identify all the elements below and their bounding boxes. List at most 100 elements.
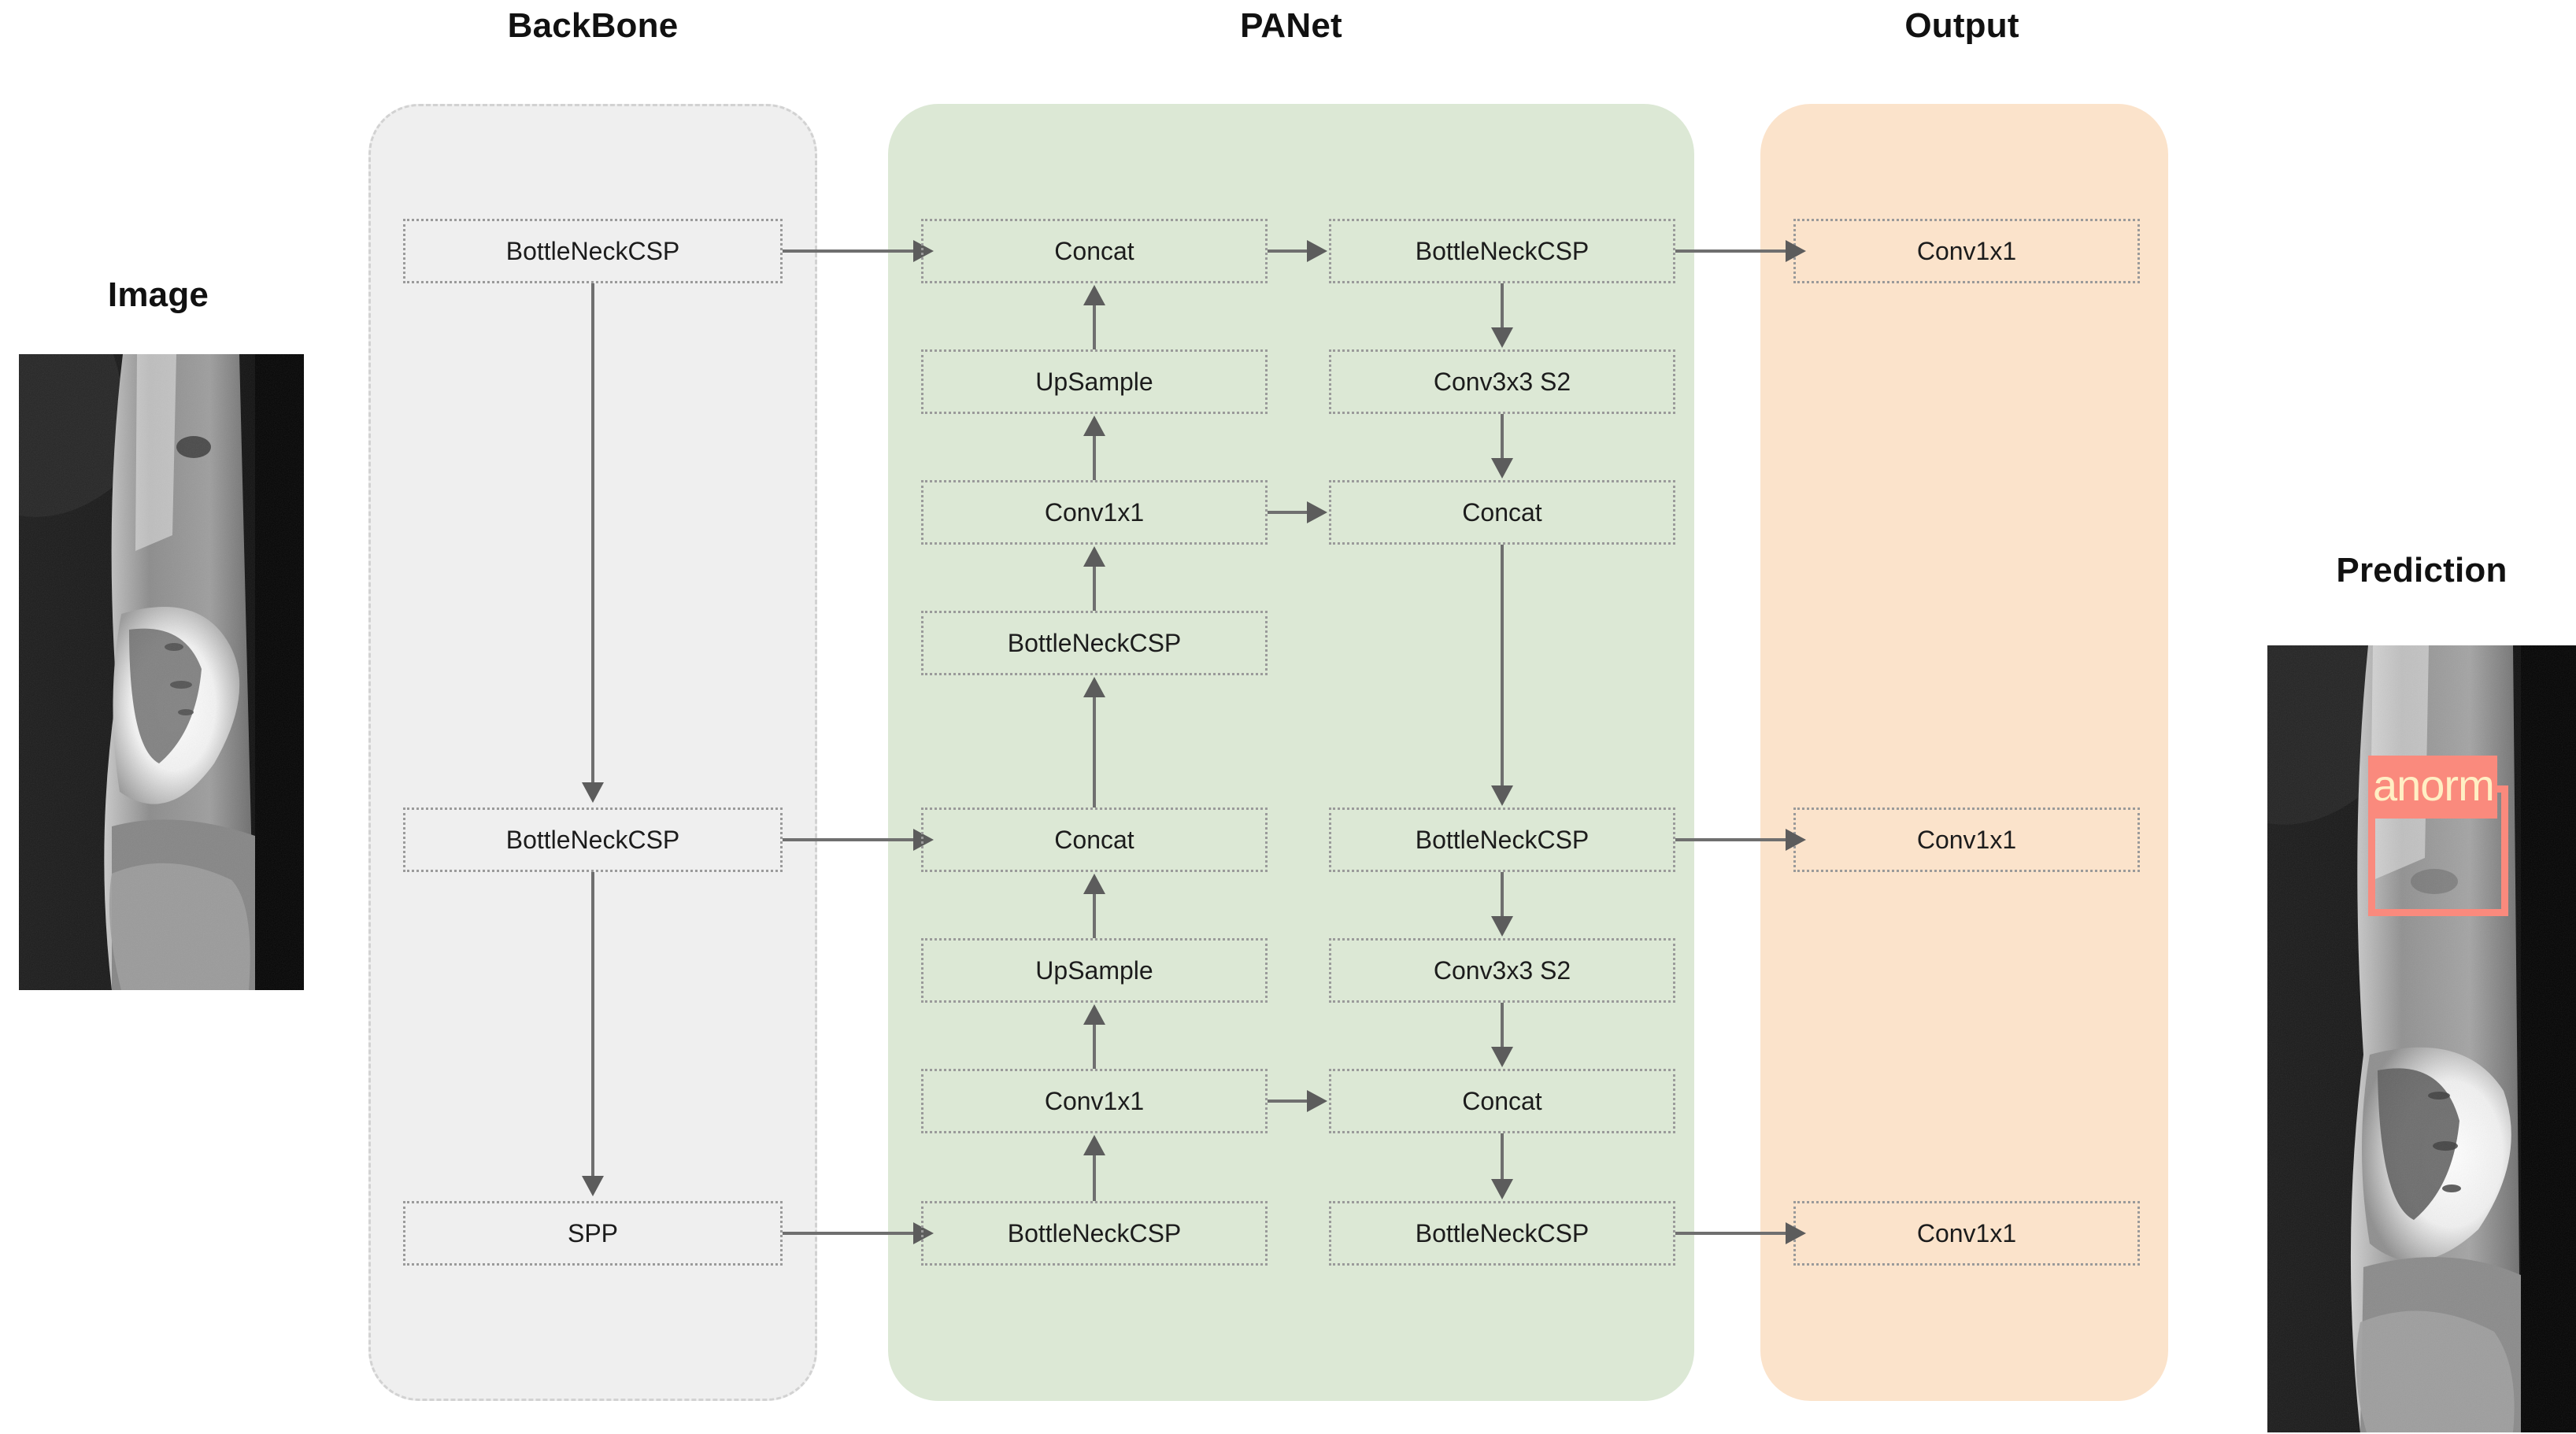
- edge-panet-to-output-1: [1675, 249, 1787, 253]
- node-label: Conv1x1: [1916, 1218, 2017, 1247]
- edge-right-bncsp1-to-conv3x3-1: [1501, 283, 1504, 329]
- panet-right-node-conv3x3s2-2[interactable]: Conv3x3 S2: [1329, 938, 1675, 1003]
- panet-left-node-upsample-2[interactable]: UpSample: [921, 938, 1268, 1003]
- node-label: Concat: [1462, 497, 1542, 527]
- arrowhead-backbone2-to-panet: [913, 829, 934, 851]
- panel-panet: [888, 104, 1694, 1401]
- node-label: Conv1x1: [1916, 236, 2017, 265]
- header-panet: PANet: [1240, 6, 1342, 45]
- arrowhead-upsample2-to-concat2: [1083, 874, 1105, 894]
- header-output: Output: [1904, 6, 2019, 45]
- backbone-node-spp[interactable]: SPP: [403, 1201, 783, 1266]
- backbone-node-bottleneckcsp-2[interactable]: BottleNeckCSP: [403, 808, 783, 872]
- edge-backbone-2-to-spp: [591, 872, 594, 1177]
- node-label: Conv3x3 S2: [1433, 955, 1571, 985]
- arrowhead-backbone1-to-panet: [913, 240, 934, 262]
- header-image: Image: [107, 275, 209, 314]
- edge-panet-concat2-to-bncsp1: [1093, 697, 1096, 808]
- node-label: BottleNeckCSP: [505, 825, 680, 854]
- panet-left-node-conv1x1-2[interactable]: Conv1x1: [921, 1069, 1268, 1133]
- edge-conv1-to-concat-right1: [1268, 511, 1308, 514]
- panet-right-node-concat-2[interactable]: Concat: [1329, 1069, 1675, 1133]
- node-label: BottleNeckCSP: [1007, 1218, 1182, 1247]
- panet-right-node-bottleneckcsp-2[interactable]: BottleNeckCSP: [1329, 808, 1675, 872]
- node-label: BottleNeckCSP: [1415, 825, 1590, 854]
- arrowhead-right-concat1-to-bncsp2: [1491, 785, 1513, 806]
- edge-panet-upsample1-to-concat1: [1093, 305, 1096, 349]
- arrowhead-right-conv3x3-2-to-concat2: [1491, 1047, 1513, 1067]
- arrowhead-panet-to-output-3: [1786, 1222, 1806, 1244]
- arrowhead-bncsp2-to-conv2: [1083, 1135, 1105, 1155]
- panet-left-node-concat-1[interactable]: Concat: [921, 219, 1268, 283]
- output-node-conv1x1-3[interactable]: Conv1x1: [1793, 1201, 2140, 1266]
- node-label: SPP: [567, 1218, 619, 1247]
- edge-concat1-to-bncsp-right1: [1268, 249, 1308, 253]
- arrowhead-panet-to-output-1: [1786, 240, 1806, 262]
- edge-backbone2-to-panet-concat: [783, 838, 915, 841]
- edge-right-bncsp2-to-conv3x3-2: [1501, 872, 1504, 918]
- arrowhead-backbone-2-to-spp: [582, 1176, 604, 1196]
- node-label: UpSample: [1035, 367, 1153, 396]
- input-scan-svg: [19, 354, 304, 990]
- arrowhead-spp-to-panet: [913, 1222, 934, 1244]
- edge-right-conv3x3-1-to-concat1: [1501, 414, 1504, 460]
- panet-right-node-conv3x3s2-1[interactable]: Conv3x3 S2: [1329, 349, 1675, 414]
- edge-right-concat2-to-bncsp3: [1501, 1133, 1504, 1181]
- prediction-scan-container: anorm: [2267, 645, 2576, 1432]
- edge-panet-to-output-3: [1675, 1232, 1787, 1235]
- header-backbone: BackBone: [507, 6, 679, 45]
- edge-panet-bncsp2-to-conv2: [1093, 1155, 1096, 1201]
- header-prediction: Prediction: [2336, 551, 2508, 589]
- arrowhead-bncsp1-to-conv1: [1083, 546, 1105, 567]
- output-node-conv1x1-2[interactable]: Conv1x1: [1793, 808, 2140, 872]
- backbone-node-bottleneckcsp-1[interactable]: BottleNeckCSP: [403, 219, 783, 283]
- arrowhead-conv2-to-upsample2: [1083, 1004, 1105, 1025]
- input-scan-image: [19, 354, 304, 990]
- node-label: BottleNeckCSP: [505, 236, 680, 265]
- edge-panet-conv2-to-upsample2: [1093, 1025, 1096, 1069]
- node-label: Conv1x1: [1044, 1086, 1145, 1115]
- edge-spp-to-panet-bottleneckcsp: [783, 1232, 915, 1235]
- edge-panet-upsample2-to-concat2: [1093, 894, 1096, 938]
- arrowhead-conv1-to-concat-right1: [1307, 501, 1327, 523]
- node-label: BottleNeckCSP: [1415, 236, 1590, 265]
- node-label: Conv3x3 S2: [1433, 367, 1571, 396]
- panet-right-node-bottleneckcsp-3[interactable]: BottleNeckCSP: [1329, 1201, 1675, 1266]
- panet-left-node-concat-2[interactable]: Concat: [921, 808, 1268, 872]
- node-label: Conv1x1: [1916, 825, 2017, 854]
- node-label: Concat: [1054, 825, 1134, 854]
- arrowhead-conv1-to-upsample1: [1083, 416, 1105, 436]
- panet-right-node-concat-1[interactable]: Concat: [1329, 480, 1675, 545]
- arrowhead-conv2-to-concat-right2: [1307, 1090, 1327, 1112]
- arrowhead-concat2-to-bncsp1: [1083, 677, 1105, 697]
- panet-right-node-bottleneckcsp-1[interactable]: BottleNeckCSP: [1329, 219, 1675, 283]
- edge-right-conv3x3-2-to-concat2: [1501, 1003, 1504, 1048]
- node-label: Conv1x1: [1044, 497, 1145, 527]
- input-scan-container: [19, 354, 304, 990]
- node-label: BottleNeckCSP: [1415, 1218, 1590, 1247]
- node-label: BottleNeckCSP: [1007, 628, 1182, 657]
- edge-backbone1-to-panet-concat: [783, 249, 915, 253]
- panet-left-node-upsample-1[interactable]: UpSample: [921, 349, 1268, 414]
- arrowhead-right-bncsp1-to-conv3x3-1: [1491, 327, 1513, 348]
- edge-panet-bncsp1-to-conv1: [1093, 567, 1096, 611]
- arrowhead-upsample1-to-concat1: [1083, 285, 1105, 305]
- panet-left-node-conv1x1-1[interactable]: Conv1x1: [921, 480, 1268, 545]
- edge-panet-to-output-2: [1675, 838, 1787, 841]
- detection-class-label[interactable]: anorm: [2368, 756, 2497, 819]
- node-label: Concat: [1462, 1086, 1542, 1115]
- panel-output: [1760, 104, 2168, 1401]
- node-label: UpSample: [1035, 955, 1153, 985]
- arrowhead-right-bncsp2-to-conv3x3-2: [1491, 916, 1513, 937]
- output-node-conv1x1-1[interactable]: Conv1x1: [1793, 219, 2140, 283]
- arrowhead-concat1-to-bncsp-right1: [1307, 240, 1327, 262]
- panet-left-node-bottleneckcsp-2[interactable]: BottleNeckCSP: [921, 1201, 1268, 1266]
- arrowhead-panet-to-output-2: [1786, 829, 1806, 851]
- panet-left-node-bottleneckcsp-1[interactable]: BottleNeckCSP: [921, 611, 1268, 675]
- arrowhead-right-conv3x3-1-to-concat1: [1491, 458, 1513, 479]
- edge-right-concat1-to-bncsp2: [1501, 545, 1504, 787]
- arrowhead-backbone-1-to-2: [582, 782, 604, 803]
- arrowhead-right-concat2-to-bncsp3: [1491, 1179, 1513, 1199]
- edge-panet-conv1-to-upsample1: [1093, 436, 1096, 480]
